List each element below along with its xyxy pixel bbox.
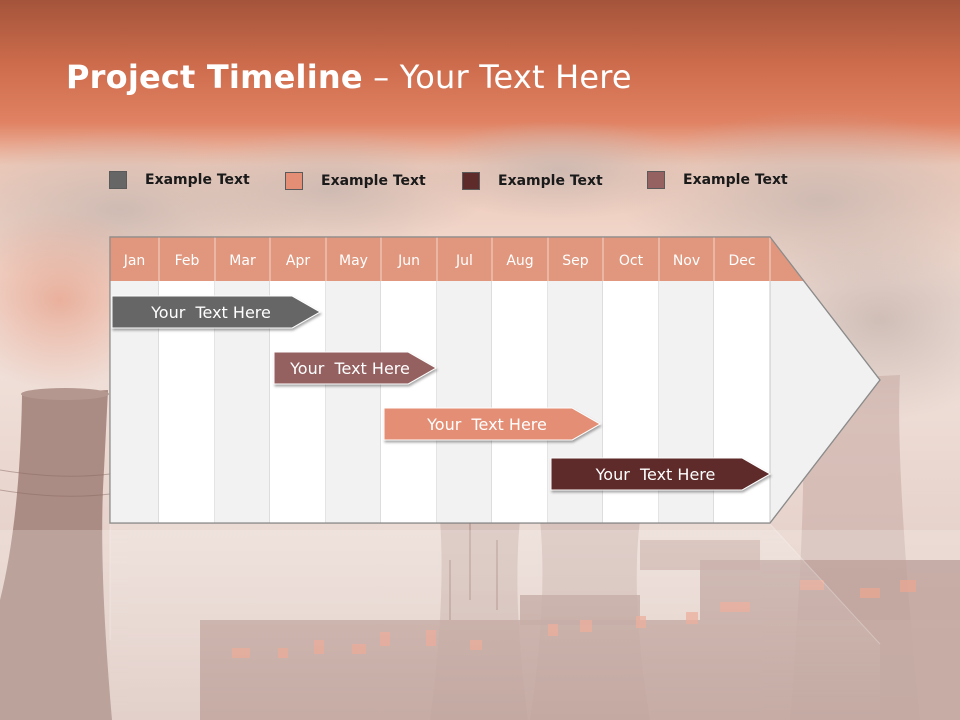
month-label-nov: Nov bbox=[673, 253, 700, 269]
task-label-4: Your Text Here bbox=[595, 465, 716, 484]
legend-label-2: Example Text bbox=[321, 173, 426, 189]
task-bar-3[interactable]: Your Text Here bbox=[383, 407, 602, 441]
month-label-jun: Jun bbox=[397, 253, 420, 269]
timeline-reflection bbox=[109, 523, 881, 720]
legend-item-1: Example Text bbox=[109, 169, 250, 191]
month-label-may: May bbox=[339, 253, 368, 269]
month-label-apr: Apr bbox=[286, 253, 310, 269]
task-bar-2[interactable]: Your Text Here bbox=[273, 351, 438, 385]
month-column bbox=[381, 281, 437, 523]
legend-swatch-1 bbox=[109, 171, 127, 189]
legend-swatch-2 bbox=[285, 172, 303, 190]
month-column bbox=[492, 281, 548, 523]
legend-label-1: Example Text bbox=[145, 172, 250, 188]
legend-item-4: Example Text bbox=[647, 169, 788, 191]
month-label-sep: Sep bbox=[562, 253, 589, 269]
legend-label-3: Example Text bbox=[498, 173, 603, 189]
title-bold: Project Timeline bbox=[66, 58, 363, 96]
month-label-jul: Jul bbox=[455, 253, 473, 269]
task-arrow-shape[interactable] bbox=[273, 351, 438, 385]
task-bar-4[interactable]: Your Text Here bbox=[550, 457, 772, 491]
task-arrow-shape[interactable] bbox=[383, 407, 602, 441]
month-header-band bbox=[110, 237, 804, 281]
month-label-mar: Mar bbox=[229, 253, 256, 269]
page-title: Project Timeline – Your Text Here bbox=[66, 58, 632, 96]
task-arrow-shape[interactable] bbox=[550, 457, 772, 491]
month-column bbox=[326, 281, 381, 523]
month-label-oct: Oct bbox=[619, 253, 644, 269]
timeline-outline bbox=[109, 236, 881, 524]
task-bar-1[interactable]: Your Text Here bbox=[111, 295, 322, 329]
month-label-feb: Feb bbox=[175, 253, 200, 269]
legend-label-4: Example Text bbox=[683, 172, 788, 188]
task-label-2: Your Text Here bbox=[289, 359, 410, 378]
legend-swatch-4 bbox=[647, 171, 665, 189]
legend-swatch-3 bbox=[462, 172, 480, 190]
month-label-dec: Dec bbox=[728, 253, 755, 269]
legend-item-2: Example Text bbox=[285, 170, 426, 192]
legend-item-3: Example Text bbox=[462, 170, 603, 192]
task-label-3: Your Text Here bbox=[426, 415, 547, 434]
task-label-1: Your Text Here bbox=[150, 303, 271, 322]
task-arrow-shape[interactable] bbox=[111, 295, 322, 329]
month-column bbox=[437, 281, 492, 523]
title-rest: – Your Text Here bbox=[362, 58, 632, 96]
month-label-jan: Jan bbox=[123, 253, 146, 269]
month-label-aug: Aug bbox=[506, 253, 533, 269]
